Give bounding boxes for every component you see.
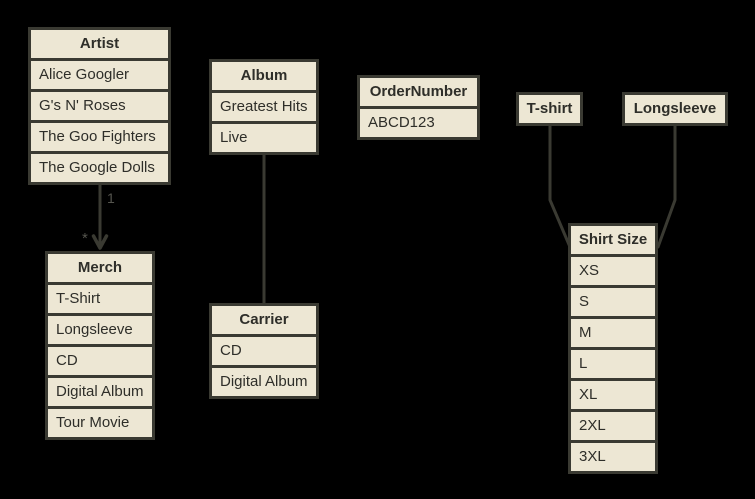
table-shirtsize-row: S (571, 285, 655, 316)
table-artist-title: Artist (31, 30, 168, 58)
table-merch-row: Longsleeve (48, 313, 152, 344)
table-artist-row: The Google Dolls (31, 151, 168, 182)
table-merch-row: T-Shirt (48, 282, 152, 313)
table-shirtsize-row: 2XL (571, 409, 655, 440)
table-artist-row: Alice Googler (31, 58, 168, 89)
table-ordernumber-title: OrderNumber (360, 78, 477, 106)
table-longsleeve: Longsleeve (622, 92, 728, 126)
arrowhead-icon (91, 234, 109, 250)
table-merch-title: Merch (48, 254, 152, 282)
table-artist-row: G's N' Roses (31, 89, 168, 120)
cardinality-many-label: * (82, 230, 88, 247)
table-tshirt: T-shirt (516, 92, 583, 126)
table-carrier-row: CD (212, 334, 316, 365)
cardinality-one-label: 1 (107, 190, 115, 206)
connector-tshirt-to-shirtsize (548, 124, 572, 249)
table-artist-row: The Goo Fighters (31, 120, 168, 151)
table-ordernumber-row: ABCD123 (360, 106, 477, 137)
connector-longsleeve-to-shirtsize (656, 124, 677, 249)
table-album-row: Live (212, 121, 316, 152)
table-album-title: Album (212, 62, 316, 90)
table-carrier-row: Digital Album (212, 365, 316, 396)
table-merch-row: Tour Movie (48, 406, 152, 437)
table-shirtsize-row: M (571, 316, 655, 347)
table-merch-row: Digital Album (48, 375, 152, 406)
table-album-row: Greatest Hits (212, 90, 316, 121)
table-shirtsize-row: XL (571, 378, 655, 409)
table-tshirt-title: T-shirt (519, 95, 580, 123)
table-longsleeve-title: Longsleeve (625, 95, 725, 123)
table-shirtsize-row: L (571, 347, 655, 378)
table-merch-row: CD (48, 344, 152, 375)
table-shirtsize-row: 3XL (571, 440, 655, 471)
table-shirtsize-row: XS (571, 254, 655, 285)
table-shirtsize-title: Shirt Size (571, 226, 655, 254)
table-carrier-title: Carrier (212, 306, 316, 334)
